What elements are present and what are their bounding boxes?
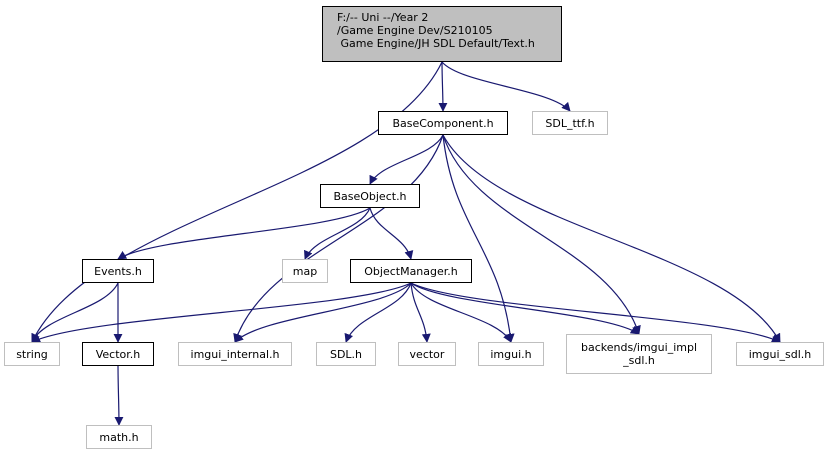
- vector-h-label: Vector.h: [95, 347, 141, 361]
- map-node: map: [282, 259, 328, 283]
- edge-object_manager-to-imgui_impl_sdl: [410, 282, 640, 335]
- string-node: string: [4, 342, 60, 366]
- imgui-impl-sdl-label: backends/imgui_impl _sdl.h: [581, 341, 697, 367]
- edge-base_object-to-object_manager: [369, 207, 414, 260]
- edge-root-to-base_component: [438, 61, 448, 112]
- imgui-sdl-label: imgui_sdl.h: [748, 347, 812, 361]
- sdl-ttf-node: SDL_ttf.h: [532, 111, 608, 135]
- edge-root-to-sdl_ttf: [441, 61, 571, 112]
- object-manager-label: ObjectManager.h: [364, 264, 458, 278]
- imgui-sdl-node: imgui_sdl.h: [736, 342, 824, 366]
- edge-base_component-to-imgui_impl_sdl: [442, 134, 641, 335]
- base-object-label: BaseObject.h: [333, 189, 407, 203]
- imgui-h-node: imgui.h: [478, 342, 544, 366]
- edge-root-to-string: [31, 61, 443, 343]
- edge-base_object-to-events: [117, 207, 371, 260]
- root-file-label: F:/-- Uni --/Year 2 /Game Engine Dev/S21…: [337, 11, 535, 50]
- edge-events-to-string: [31, 282, 119, 343]
- vector-h-node[interactable]: Vector.h: [82, 342, 154, 366]
- map-label: map: [292, 264, 318, 278]
- sdl-h-label: SDL.h: [329, 347, 363, 361]
- edge-object_manager-to-imgui_h: [410, 282, 512, 343]
- base-component-node[interactable]: BaseComponent.h: [378, 111, 508, 135]
- events-node[interactable]: Events.h: [82, 259, 154, 283]
- edge-base_component-to-imgui_sdl: [442, 134, 781, 343]
- imgui-internal-node: imgui_internal.h: [178, 342, 292, 366]
- object-manager-node[interactable]: ObjectManager.h: [350, 259, 472, 283]
- edge-base_component-to-imgui_h: [442, 134, 515, 343]
- edge-base_component-to-imgui_internal: [233, 134, 444, 343]
- edge-object_manager-to-imgui_internal: [234, 282, 412, 343]
- math-h-node: math.h: [86, 425, 152, 449]
- vector-node: vector: [398, 342, 456, 366]
- string-label: string: [16, 347, 48, 361]
- root-file-node[interactable]: F:/-- Uni --/Year 2 /Game Engine Dev/S21…: [322, 6, 562, 62]
- edge-object_manager-to-sdl_h: [344, 282, 412, 343]
- base-object-node[interactable]: BaseObject.h: [320, 184, 420, 208]
- edge-object_manager-to-vector: [410, 282, 431, 343]
- edge-object_manager-to-string: [31, 282, 412, 343]
- sdl-h-node: SDL.h: [316, 342, 376, 366]
- vector-label: vector: [409, 347, 445, 361]
- base-component-label: BaseComponent.h: [392, 116, 494, 130]
- edge-base_object-to-map: [304, 207, 371, 260]
- imgui-internal-label: imgui_internal.h: [190, 347, 280, 361]
- imgui-impl-sdl-node: backends/imgui_impl _sdl.h: [566, 334, 712, 374]
- math-h-label: math.h: [99, 430, 139, 444]
- sdl-ttf-label: SDL_ttf.h: [545, 116, 595, 130]
- events-label: Events.h: [94, 264, 142, 278]
- edge-vector_h-to-math_h: [114, 365, 124, 426]
- edge-layer: [31, 61, 781, 426]
- imgui-h-label: imgui.h: [490, 347, 532, 361]
- edge-object_manager-to-imgui_sdl: [410, 282, 781, 343]
- edge-base_component-to-base_object: [369, 134, 444, 185]
